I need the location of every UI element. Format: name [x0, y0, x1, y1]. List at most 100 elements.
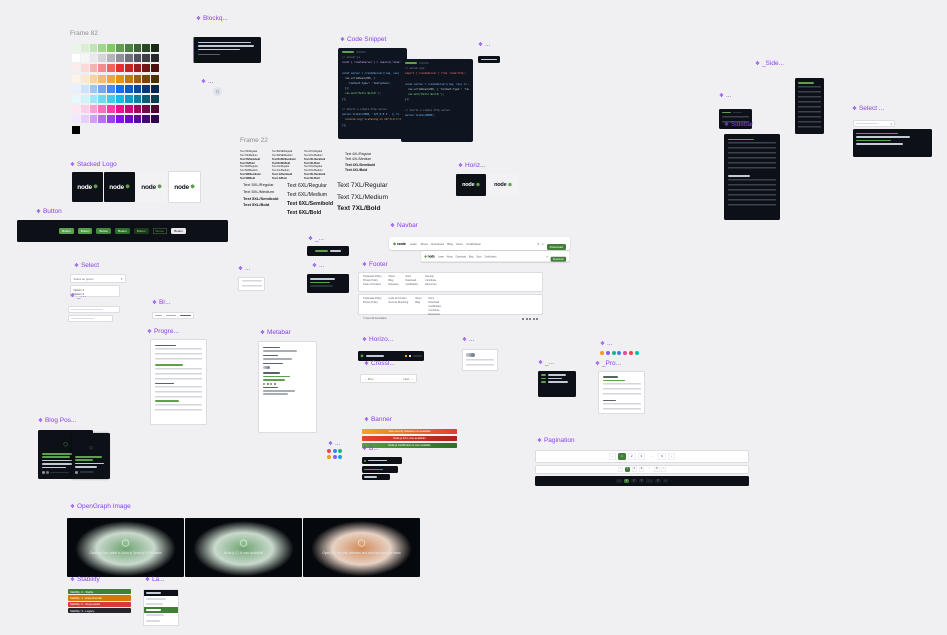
color-swatch[interactable]: [72, 94, 80, 103]
color-swatch[interactable]: [124, 74, 133, 83]
color-swatch[interactable]: [133, 64, 142, 73]
color-swatch[interactable]: [142, 84, 151, 93]
component-label-icon-set[interactable]: ...: [600, 340, 612, 348]
button[interactable]: Button: [133, 227, 149, 235]
color-swatch[interactable]: [151, 94, 159, 103]
color-swatch[interactable]: [98, 105, 107, 114]
nav-link[interactable]: Blog: [468, 254, 474, 258]
footer-link[interactable]: Certification: [428, 305, 442, 309]
text-input-focused-component[interactable]: [68, 315, 113, 322]
color-swatch[interactable]: [72, 74, 80, 83]
footer-link[interactable]: Code of Conduct: [363, 283, 381, 287]
component-label-avatar[interactable]: ...: [201, 78, 213, 86]
author-avatars[interactable]: [263, 366, 312, 370]
badge-component[interactable]: [362, 457, 402, 464]
footer-link[interactable]: Releases: [388, 283, 399, 287]
share-icons-component[interactable]: [327, 449, 342, 459]
color-swatch[interactable]: [98, 64, 107, 73]
language-option-active[interactable]: [144, 607, 178, 613]
color-swatch[interactable]: [142, 94, 151, 103]
navbar-logo[interactable]: node: [424, 254, 435, 258]
component-label-blog-post[interactable]: Blog Pos...: [38, 417, 76, 425]
component-label-breadcrumbs[interactable]: Br...: [152, 299, 171, 307]
select-option[interactable]: Option 2: [73, 292, 85, 297]
component-label-crosslink[interactable]: Crossl...: [364, 360, 395, 368]
footer-link[interactable]: Security: [425, 275, 434, 278]
component-label-button[interactable]: Button: [36, 208, 62, 216]
footer-link[interactable]: Privacy Policy: [363, 301, 378, 305]
component-label-select[interactable]: Select: [74, 262, 99, 270]
crosslink-prev[interactable]: Prev: [364, 377, 374, 381]
color-swatch[interactable]: [124, 84, 133, 93]
language-dropdown-component[interactable]: [143, 589, 179, 626]
page-button[interactable]: 2: [631, 467, 638, 472]
nav-link[interactable]: Docs: [456, 241, 463, 246]
opengraph-card[interactable]: OpenSSL security releases and what you n…: [303, 518, 420, 577]
nav-link[interactable]: Blog: [447, 241, 453, 246]
component-label-side[interactable]: _Side...: [755, 60, 784, 68]
share-icon[interactable]: [270, 382, 272, 385]
color-swatch[interactable]: [115, 105, 124, 114]
page-button[interactable]: ‹: [616, 478, 622, 484]
stability-set-component[interactable]: Stability: 2 - Stable Stability: 1 - Exp…: [68, 589, 131, 615]
nav-link[interactable]: About: [420, 241, 428, 246]
logo-tile[interactable]: node: [168, 171, 201, 203]
color-swatch[interactable]: [80, 105, 89, 114]
color-swatch[interactable]: [80, 74, 89, 83]
color-swatch[interactable]: [124, 94, 133, 103]
nav-link[interactable]: Download: [431, 241, 444, 246]
code-tab[interactable]: [419, 62, 429, 64]
color-swatch[interactable]: [72, 64, 80, 73]
tab-active[interactable]: [722, 111, 731, 114]
author-card-component[interactable]: [462, 349, 498, 371]
color-swatch[interactable]: [133, 115, 142, 124]
language-option[interactable]: [144, 618, 178, 624]
page-button[interactable]: 2: [627, 453, 636, 460]
color-swatch[interactable]: [89, 44, 98, 52]
icon-set-component[interactable]: [600, 351, 639, 355]
avatar-component[interactable]: [213, 87, 222, 96]
footer-social-icons[interactable]: [522, 317, 538, 320]
component-label-badge[interactable]: B...: [362, 445, 379, 453]
page-button[interactable]: 3: [637, 453, 646, 460]
page-button[interactable]: 9: [658, 453, 666, 460]
component-label-author-card[interactable]: ...: [462, 336, 474, 344]
component-label-stability[interactable]: Stability: [70, 576, 100, 584]
page-button[interactable]: 2: [631, 478, 637, 484]
footer-link[interactable]: Download: [428, 301, 440, 305]
footer-link[interactable]: About: [415, 297, 422, 300]
color-swatch[interactable]: [72, 54, 80, 63]
download-button[interactable]: Download: [550, 256, 567, 262]
nav-link[interactable]: Learn: [409, 241, 417, 246]
option-line[interactable]: [856, 136, 911, 138]
nav-link[interactable]: Learn: [438, 254, 444, 258]
component-label-text-input[interactable]: _...: [70, 292, 86, 300]
page-button[interactable]: …: [645, 467, 653, 472]
color-swatch[interactable]: [142, 115, 151, 124]
tab[interactable]: [733, 111, 742, 114]
text-input-component[interactable]: [68, 306, 120, 313]
navbar-small-wrapper[interactable]: node LearnAboutDownloadBlogDocsCertifica…: [421, 251, 570, 262]
language-option[interactable]: [144, 596, 178, 602]
footer-link[interactable]: Docs: [428, 297, 434, 300]
color-swatch[interactable]: [89, 74, 98, 83]
share-icon[interactable]: [273, 382, 276, 385]
crosslink-next[interactable]: Next: [403, 377, 413, 381]
nav-link[interactable]: Docs: [476, 254, 482, 258]
frame-label-frame82[interactable]: Frame 82: [70, 30, 98, 38]
footer-link[interactable]: Blog: [388, 279, 394, 283]
share-icon[interactable]: [266, 382, 269, 385]
metabar-component[interactable]: [258, 341, 317, 433]
color-swatch[interactable]: [133, 54, 142, 63]
component-label-opengraph[interactable]: OpenGraph Image: [70, 503, 131, 511]
color-swatch[interactable]: [115, 94, 124, 103]
color-swatch[interactable]: [98, 94, 107, 103]
color-swatch[interactable]: [89, 64, 98, 73]
page-button[interactable]: ‹: [617, 467, 623, 472]
color-swatch[interactable]: [80, 115, 89, 124]
color-swatch[interactable]: [80, 84, 89, 93]
